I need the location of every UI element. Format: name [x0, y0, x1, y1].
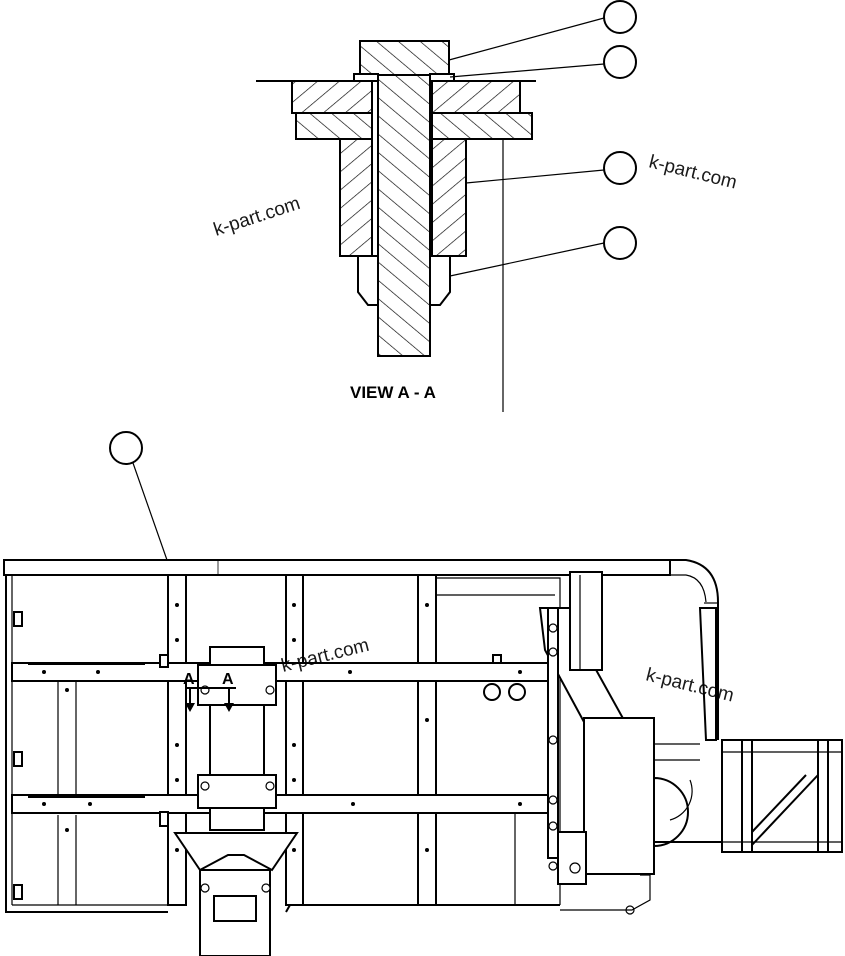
watermark: k-part.com — [644, 664, 736, 706]
rivets — [42, 603, 522, 852]
section-letter-right: A — [222, 671, 234, 688]
view-label: VIEW A - A — [350, 383, 436, 402]
watermark: k-part.com — [211, 193, 303, 241]
watermark: k-part.com — [647, 151, 739, 193]
section-marker: A A — [183, 671, 236, 712]
section-view-a-a: VIEW A - A — [256, 0, 637, 412]
frame-assembly: A A — [3, 431, 843, 956]
section-letter-left: A — [183, 671, 195, 688]
